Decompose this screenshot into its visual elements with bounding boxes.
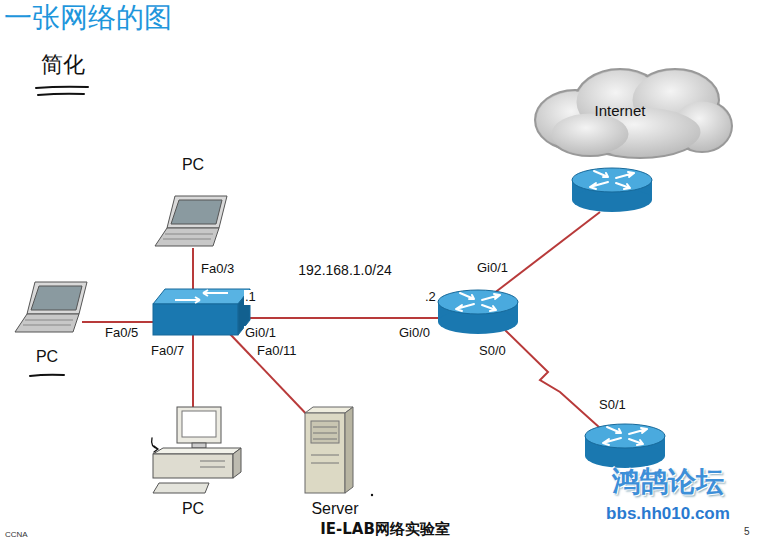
device-name: PC [182, 156, 204, 174]
interface-name: Gi0/1 [476, 261, 509, 276]
interface-name: Gi0/1 [244, 326, 277, 341]
footer-title: IE-LAB网络实验室 [319, 521, 451, 538]
interface-name: Fa0/3 [200, 262, 235, 277]
device-name: PC [182, 500, 204, 518]
slide-title: 一张网络的图 [4, 2, 172, 34]
interface-name: S0/0 [478, 344, 507, 359]
interface-name: Fa0/7 [150, 344, 185, 359]
router-symbol [438, 290, 518, 334]
router-symbol [585, 424, 665, 468]
cables [82, 212, 600, 428]
host-address: .2 [424, 290, 437, 305]
interface-name: S0/1 [598, 398, 627, 413]
laptop-pc: PC [10, 280, 90, 372]
footer-note: CCNA [4, 530, 29, 539]
desktop-pc: PC [145, 405, 245, 521]
page-number: 5 [743, 526, 751, 538]
watermark: 鸿鹄论坛 [611, 466, 725, 498]
device-name: Server [311, 500, 358, 518]
watermark-url: bbs.hh010.com [605, 504, 731, 524]
subnet-address: 192.168.1.0/24 [297, 262, 392, 278]
interface-name: Fa0/5 [104, 326, 139, 341]
device-name: PC [36, 348, 58, 366]
device-name: Internet [595, 102, 646, 119]
laptop-pc: PC [150, 152, 236, 248]
dot [371, 494, 373, 496]
interface-name: Fa0/11 [256, 344, 298, 359]
interface-name: Gi0/0 [398, 326, 431, 341]
router-symbol [572, 168, 652, 212]
handwritten-marks [30, 87, 158, 452]
internet-cloud: Internet [530, 62, 735, 162]
switch-symbol [153, 289, 250, 335]
server: Server [293, 405, 365, 521]
host-address: .1 [244, 290, 257, 305]
handwritten-note: 简化 [40, 52, 86, 77]
